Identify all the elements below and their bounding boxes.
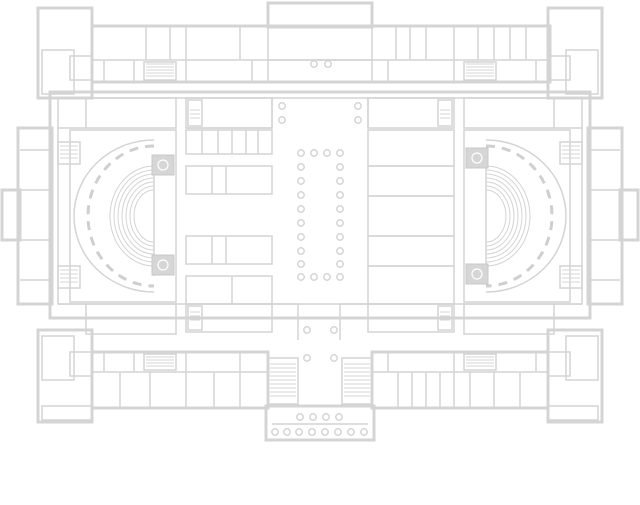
colonnade-column (297, 219, 305, 227)
south-rooms (41, 335, 599, 421)
hall-column (354, 102, 362, 110)
stair-north-east (463, 61, 497, 81)
stair-entrance-west (267, 357, 299, 405)
elevator-shaft (465, 147, 489, 169)
portico-column (308, 428, 316, 436)
portico-column (321, 428, 329, 436)
portico-column (309, 413, 317, 421)
portico-column (271, 428, 279, 436)
colonnade-column (297, 163, 305, 171)
colonnade-column (323, 149, 331, 157)
colonnade-column (336, 260, 344, 268)
hall-column (278, 102, 286, 110)
portico-column (296, 413, 304, 421)
colonnade-column (336, 191, 344, 199)
east-central-rooms (340, 97, 455, 333)
portico-colonnade (271, 413, 368, 436)
elevator-shaft (151, 154, 175, 176)
hall-column (278, 116, 286, 124)
portico-column (322, 413, 330, 421)
portico-column (283, 428, 291, 436)
colonnade-column (336, 177, 344, 185)
west-central-rooms (185, 97, 273, 333)
colonnade-column (310, 273, 318, 281)
east-amphitheatre (463, 129, 620, 303)
colonnade-column (297, 273, 305, 281)
colonnade-column (297, 233, 305, 241)
portico-column (334, 428, 342, 436)
stair-north-west (143, 61, 177, 81)
entrance-column (324, 60, 332, 68)
portico-column (360, 428, 368, 436)
north-rooms (41, 26, 599, 95)
colonnade-column (336, 205, 344, 213)
colonnade-column (297, 260, 305, 268)
portico-column (335, 413, 343, 421)
exterior-walls (0, 1, 640, 442)
colonnade-column (336, 149, 344, 157)
colonnade-column (297, 247, 305, 255)
stair-entrance-east (341, 357, 373, 405)
elevator-shaft (465, 263, 489, 285)
central-hall (271, 98, 369, 340)
colonnade-column (303, 326, 311, 334)
stair-south-east (463, 353, 497, 371)
entrance-column (310, 60, 318, 68)
elevator-shaft (151, 254, 175, 276)
colonnade-column (310, 149, 318, 157)
colonnade-column (336, 273, 344, 281)
colonnade-column (297, 149, 305, 157)
inner-corridors (57, 97, 583, 335)
portico-column (347, 428, 355, 436)
colonnade-column (336, 163, 344, 171)
colonnade-column (303, 354, 311, 362)
colonnade-column (297, 205, 305, 213)
central-colonnade (297, 149, 344, 362)
colonnade-column (330, 354, 338, 362)
colonnade-column (336, 233, 344, 241)
colonnade-column (330, 326, 338, 334)
stair-south-west (143, 353, 177, 371)
portico-column (295, 428, 303, 436)
colonnade-column (297, 191, 305, 199)
colonnade-column (323, 273, 331, 281)
hall-column (354, 116, 362, 124)
colonnade-column (336, 219, 344, 227)
colonnade-column (336, 247, 344, 255)
west-amphitheatre (20, 129, 177, 303)
colonnade-column (297, 177, 305, 185)
